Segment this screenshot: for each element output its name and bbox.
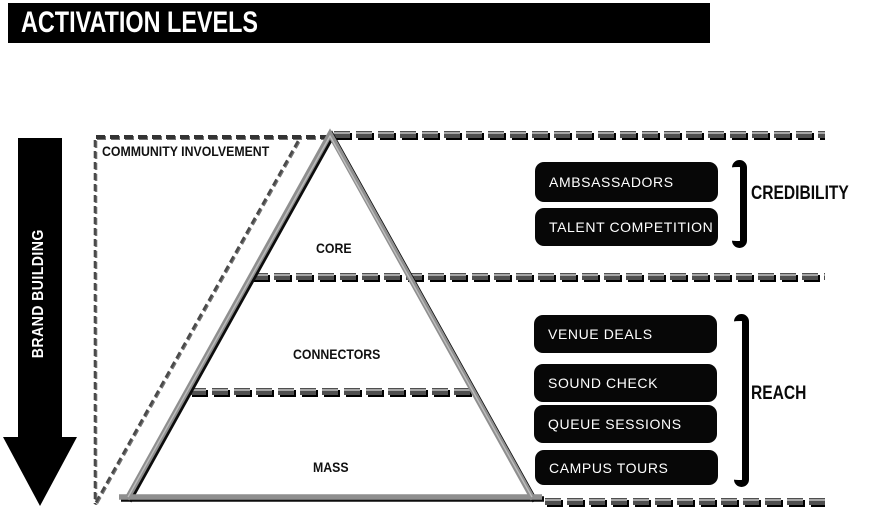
pyramid-outline xyxy=(119,128,542,501)
community-involvement-label: COMMUNITY INVOLVEMENT xyxy=(102,143,270,159)
item-box-sound-check: SOUND CHECK xyxy=(534,364,717,402)
divider-line-core xyxy=(252,272,825,283)
arrow-head-down-icon xyxy=(3,437,77,506)
brand-building-arrow: BRAND BUILDING xyxy=(3,138,77,507)
arrow-shaft xyxy=(18,138,62,438)
title-bar: ACTIVATION LEVELS xyxy=(8,3,710,43)
pyramid-highlight xyxy=(127,134,533,498)
level-label-connectors: CONNECTORS xyxy=(293,346,381,362)
item-box-ambsassadors: AMBSASSADORS xyxy=(535,162,718,202)
credibility-bracket xyxy=(732,160,747,248)
reach-label: REACH xyxy=(751,383,807,404)
level-label-mass: MASS xyxy=(313,459,349,475)
item-box-venue-deals: VENUE DEALS xyxy=(534,315,717,353)
reach-bracket xyxy=(734,314,749,487)
page-title: ACTIVATION LEVELS xyxy=(21,6,259,39)
community-involvement-outline xyxy=(93,135,332,505)
level-label-core: CORE xyxy=(316,240,352,256)
divider-line-connectors xyxy=(190,387,472,398)
divider-line-bottom xyxy=(545,497,825,508)
item-box-queue-sessions: QUEUE SESSIONS xyxy=(534,405,717,443)
credibility-label: CREDIBILITY xyxy=(751,183,849,204)
item-box-talent-competition: TALENT COMPETITION xyxy=(535,208,718,246)
item-box-campus-tours: CAMPUS TOURS xyxy=(535,450,718,485)
divider-line-top xyxy=(334,130,825,141)
